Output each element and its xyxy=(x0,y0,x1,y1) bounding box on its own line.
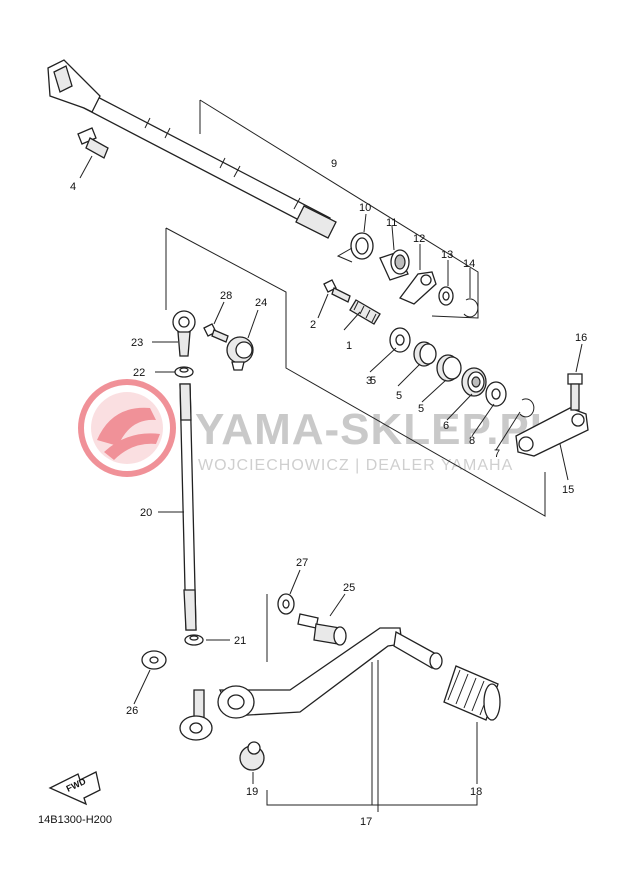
callout-18: 18 xyxy=(470,786,482,798)
shift-arm-15 xyxy=(515,407,589,457)
callout-24: 24 xyxy=(255,297,267,309)
nut-21 xyxy=(184,634,204,646)
washer-26 xyxy=(141,650,167,670)
bolt-28 xyxy=(203,323,229,343)
collar-11 xyxy=(379,249,410,281)
callout-23: 23 xyxy=(131,337,143,349)
washer-13 xyxy=(438,286,454,306)
callout-15: 15 xyxy=(562,484,574,496)
callout-10: 10 xyxy=(359,202,371,214)
callout-4: 4 xyxy=(70,181,76,193)
bolt-4 xyxy=(77,127,109,159)
washer-3 xyxy=(389,327,411,353)
callout-8: 8 xyxy=(469,435,475,447)
shift-rod-20 xyxy=(179,383,197,631)
bearing-6 xyxy=(461,367,487,397)
watermark-subtitle: WOJCIECHOWICZ | DEALER YAMAHA xyxy=(198,457,513,474)
watermark-title: YAMA-SKLEP.PL xyxy=(195,405,558,454)
bolt-16 xyxy=(567,373,583,411)
lever-12 xyxy=(398,271,437,305)
callout-14: 14 xyxy=(463,258,475,270)
callout-6: 6 xyxy=(443,420,449,432)
nut-22 xyxy=(174,366,194,378)
callout-16: 16 xyxy=(575,332,587,344)
callout-13: 13 xyxy=(441,249,453,261)
callout-5a: 5 xyxy=(370,375,376,387)
callout-21: 21 xyxy=(234,635,246,647)
callout-27: 27 xyxy=(296,557,308,569)
diagram-code: 14B1300-H200 xyxy=(38,814,112,826)
callout-labels: 1 2 3 4 5 5 6 7 8 9 10 11 12 13 14 15 16… xyxy=(70,158,587,828)
shift-shaft xyxy=(47,59,337,239)
pedal-rubber-18 xyxy=(443,665,501,721)
callout-1: 1 xyxy=(346,340,352,352)
callout-12: 12 xyxy=(413,233,425,245)
washer-8 xyxy=(485,381,507,407)
ball-joint-24 xyxy=(226,336,254,371)
leader-lines xyxy=(79,155,583,812)
callout-20: 20 xyxy=(140,507,152,519)
fwd-arrow-icon: FWD xyxy=(48,771,101,806)
pivot-bolt-25 xyxy=(297,613,347,646)
callout-11: 11 xyxy=(386,217,397,229)
callout-9: 9 xyxy=(331,158,337,170)
callout-2: 2 xyxy=(310,319,316,331)
callout-5b: 5 xyxy=(396,390,402,402)
callout-22: 22 xyxy=(133,367,145,379)
collar-5b xyxy=(436,354,462,382)
rod-end-19 xyxy=(179,689,265,771)
bolt-2 xyxy=(323,279,351,303)
watermark-logo xyxy=(78,379,176,477)
callout-19: 19 xyxy=(246,786,258,798)
callout-7: 7 xyxy=(494,448,500,460)
spring-10 xyxy=(336,232,374,263)
rod-end-23 xyxy=(172,310,196,357)
collar-5a xyxy=(413,341,437,367)
spring-1 xyxy=(349,299,381,325)
circlip-14 xyxy=(463,298,479,318)
watermark: YAMA-SKLEP.PL WOJCIECHOWICZ | DEALER YAM… xyxy=(78,379,558,477)
circlip-7 xyxy=(519,398,535,418)
callout-28: 28 xyxy=(220,290,232,302)
callout-26: 26 xyxy=(126,705,138,717)
callout-25: 25 xyxy=(343,582,355,594)
group-bracket-lines xyxy=(165,99,546,806)
callout-3: 3 xyxy=(366,375,372,387)
washer-27 xyxy=(277,593,295,615)
shift-pedal-17 xyxy=(217,627,443,719)
callout-5c: 5 xyxy=(418,403,424,415)
callout-17: 17 xyxy=(360,816,372,828)
